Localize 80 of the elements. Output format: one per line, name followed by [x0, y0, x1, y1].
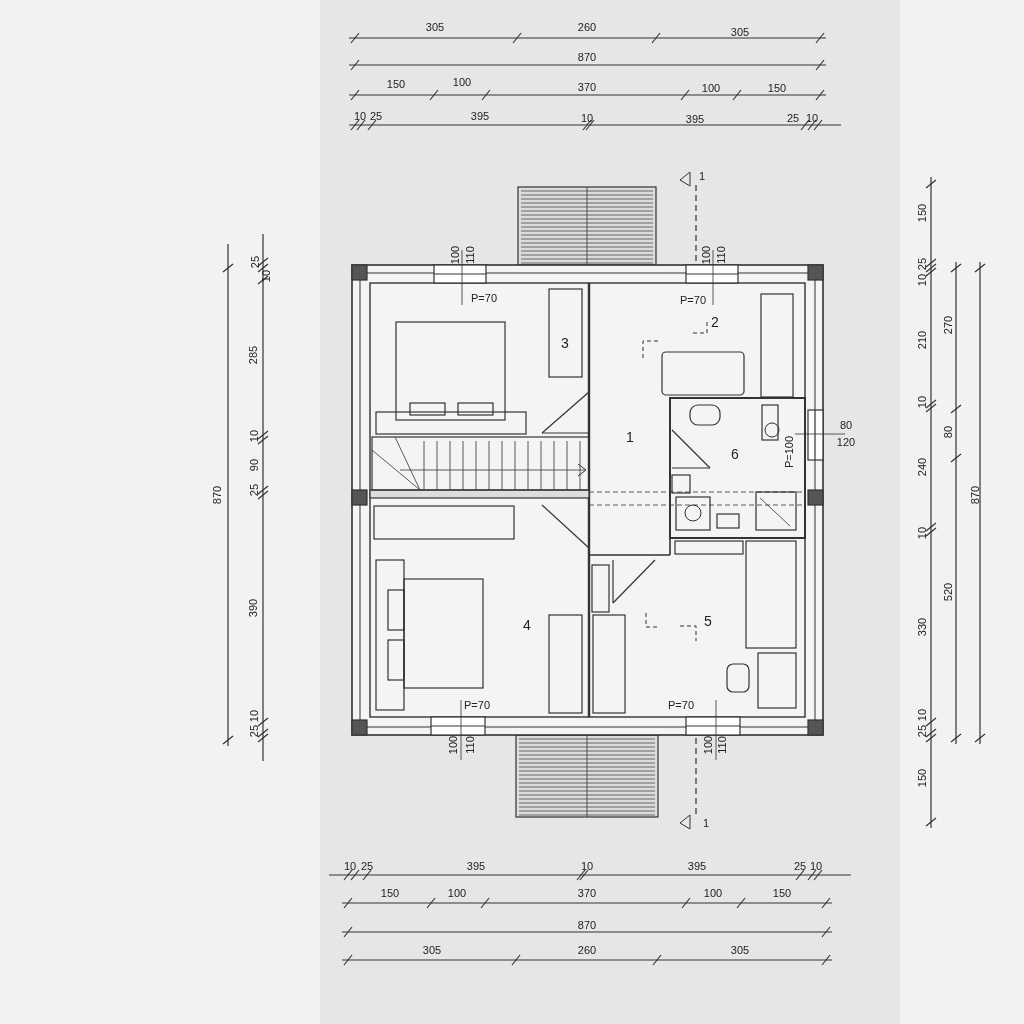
- dimension-text: 870: [577, 919, 597, 931]
- dimension-text: 150: [916, 768, 928, 788]
- dimension-text: 370: [577, 887, 597, 899]
- dimension-text: 100: [449, 245, 461, 265]
- dimension-text: 25: [916, 257, 928, 271]
- dimension-text: 100: [447, 735, 459, 755]
- dimension-text: 110: [464, 736, 476, 754]
- dimension-text: 100: [447, 887, 467, 899]
- dimension-text: 285: [247, 345, 259, 365]
- dimension-text: 10: [916, 395, 928, 409]
- dimension-text: 25: [916, 724, 928, 738]
- dimension-text: 25: [360, 860, 374, 872]
- dimension-text: 120: [836, 436, 856, 448]
- dimension-text: 305: [425, 21, 445, 33]
- dimension-text: 10: [580, 860, 594, 872]
- dimension-text: 10: [353, 110, 367, 122]
- dimension-text: 100: [452, 76, 472, 88]
- dimension-text: 25: [249, 255, 261, 269]
- dimension-text: 395: [685, 113, 705, 125]
- dimension-text: 100: [701, 82, 721, 94]
- dimension-text: P=70: [471, 292, 497, 304]
- dimension-text: 870: [211, 485, 223, 505]
- dimension-text: 100: [702, 735, 714, 755]
- dimension-text: 150: [767, 82, 787, 94]
- dimension-text: P=70: [680, 294, 706, 306]
- dimension-text: 150: [380, 887, 400, 899]
- dimension-text: 305: [422, 944, 442, 956]
- dimension-text: 10: [916, 708, 928, 722]
- dimension-text: 1: [702, 817, 710, 829]
- dimension-text: 1: [698, 170, 706, 182]
- dimension-text: 395: [470, 110, 490, 122]
- dimension-text: 10: [260, 269, 272, 283]
- dimension-text: 10: [343, 860, 357, 872]
- dimension-text: 10: [916, 273, 928, 287]
- dimension-text: 260: [577, 21, 597, 33]
- dimension-text: P=70: [464, 699, 490, 711]
- dimension-text: 395: [687, 860, 707, 872]
- room-number: 1: [626, 431, 634, 443]
- dimension-text: 80: [942, 425, 954, 439]
- dimension-text: 370: [577, 81, 597, 93]
- dimension-text: 390: [247, 598, 259, 618]
- dimension-text: 100: [703, 887, 723, 899]
- dimension-text: 520: [942, 582, 954, 602]
- room-number: 2: [711, 316, 719, 328]
- dimension-text: 150: [386, 78, 406, 90]
- dimension-text: 90: [248, 458, 260, 472]
- dimension-text: 25: [248, 724, 260, 738]
- dimension-text: 150: [916, 203, 928, 223]
- dimension-text: 10: [248, 709, 260, 723]
- dimension-text: 10: [805, 112, 819, 124]
- dimension-text: P=100: [783, 435, 795, 469]
- dimension-text: 240: [916, 457, 928, 477]
- dimension-text: 260: [577, 944, 597, 956]
- dimension-text: 110: [716, 736, 728, 754]
- dimension-text: 10: [809, 860, 823, 872]
- dimension-text: 100: [700, 245, 712, 265]
- dimension-text: 25: [786, 112, 800, 124]
- dimension-text: 305: [730, 26, 750, 38]
- room-number: 4: [523, 619, 531, 631]
- dimension-text: 10: [916, 526, 928, 540]
- dimension-text: 110: [464, 246, 476, 264]
- dimension-text: 330: [916, 617, 928, 637]
- dimension-text: 25: [793, 860, 807, 872]
- dimension-text: 150: [772, 887, 792, 899]
- dimension-text: 270: [942, 315, 954, 335]
- dimension-text: 870: [577, 51, 597, 63]
- dimension-text: 80: [839, 419, 853, 431]
- dimension-text: 870: [969, 485, 981, 505]
- dimension-text: P=70: [668, 699, 694, 711]
- dimension-text: 25: [369, 110, 383, 122]
- dimension-text: 10: [580, 112, 594, 124]
- dimension-text: 25: [248, 483, 260, 497]
- dimension-text: 110: [715, 246, 727, 264]
- dimension-text: 10: [248, 429, 260, 443]
- dimension-text: 210: [916, 330, 928, 350]
- dimension-text: 395: [466, 860, 486, 872]
- room-number: 3: [561, 337, 569, 349]
- dimension-text: 305: [730, 944, 750, 956]
- room-number: 6: [731, 448, 739, 460]
- room-number: 5: [704, 615, 712, 627]
